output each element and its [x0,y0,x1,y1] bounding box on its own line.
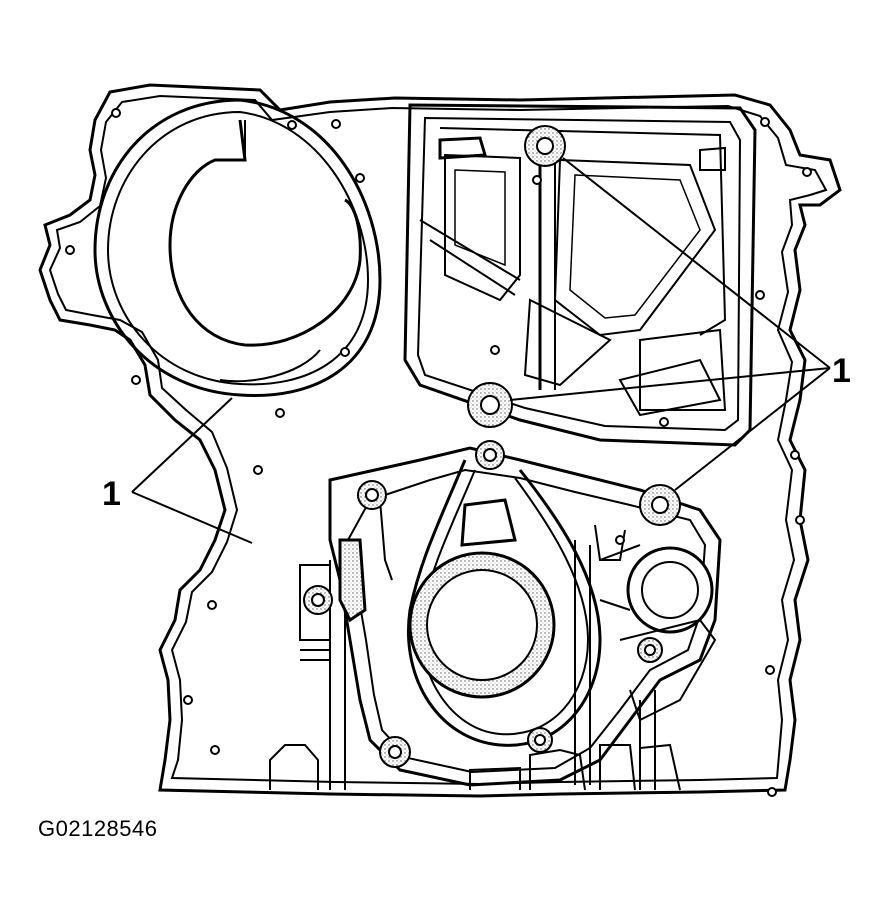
left-side-component [299,538,367,641]
callout-leaders-right [509,157,831,491]
callout-label-left: 1 [102,475,121,513]
callout-leaders-left [131,397,253,544]
right-side-component [599,544,717,790]
cover-outline [38,83,842,798]
bolt-boss-left-upper [357,480,387,510]
bolt-boss-right [639,484,681,526]
bolt-boss-bottom-left [379,736,411,768]
bolt-bosses [303,125,681,768]
left-bore [93,98,382,398]
bolt-boss-chain-top [475,440,505,470]
bolt-boss-left-mid [303,585,333,615]
bolt-boss-middle [467,382,513,428]
lower-cover [300,446,722,790]
bolt-boss-right-lower [637,637,663,663]
bolt-boss-top [524,125,566,167]
bottom-tabs [269,743,681,791]
upper-right-panel [403,103,757,447]
callout-label-right: 1 [832,352,851,390]
bolt-boss-bottom-center [527,727,553,753]
perimeter-bolt-holes [65,108,812,797]
figure-id: G02128546 [38,816,158,841]
center-bore [408,551,556,699]
